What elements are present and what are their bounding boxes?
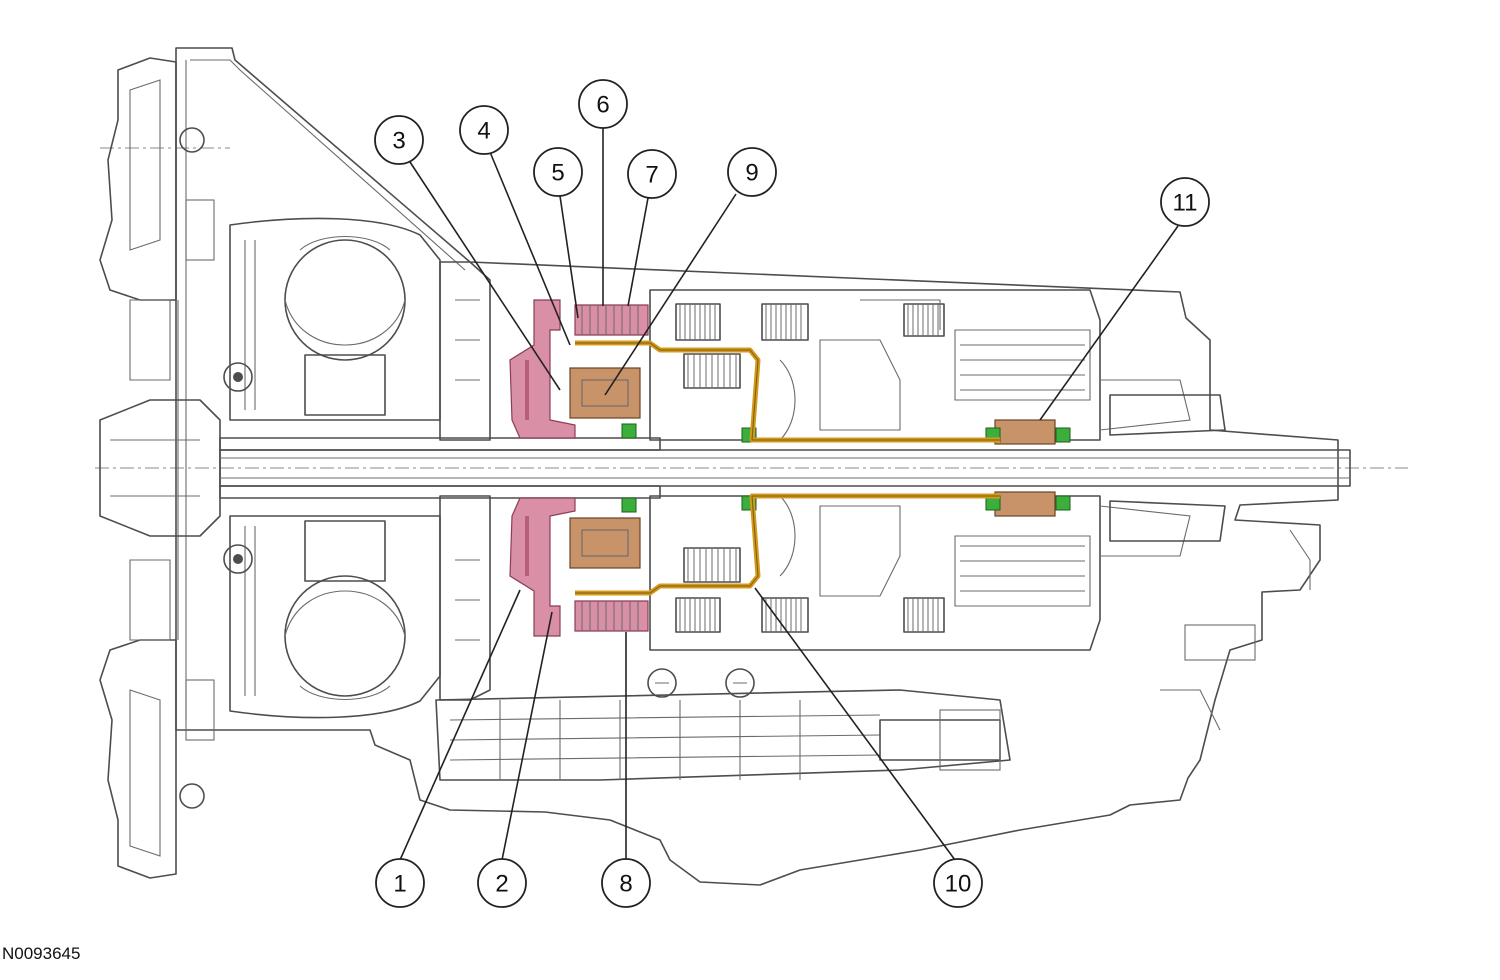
torque-converter — [223, 217, 441, 719]
callout-6: 6 — [578, 79, 628, 129]
callout-label-5: 5 — [551, 160, 564, 187]
callout-label-7: 7 — [645, 162, 658, 189]
clutch-pack-mid-upper — [683, 353, 741, 389]
clutch-pack-lower-c — [903, 597, 945, 633]
clutch-pack-lower-b — [761, 597, 809, 633]
callout-4: 4 — [459, 105, 509, 155]
figure-id-label: N0093645 — [2, 944, 81, 963]
callout-label-6: 6 — [596, 92, 609, 119]
clutch-pack-upper-c — [903, 303, 945, 337]
leader-line-3 — [409, 161, 561, 391]
forward-clutch-piston-upper — [509, 299, 649, 439]
output-housing — [1109, 394, 1311, 731]
leader-line-1 — [399, 589, 521, 861]
callout-label-8: 8 — [619, 871, 632, 898]
bearing-lower — [994, 491, 1056, 517]
leader-line-2 — [501, 611, 553, 861]
pump-housing — [439, 261, 491, 701]
callout-9: 9 — [727, 147, 777, 197]
forward-clutch-piston-lower — [509, 497, 649, 637]
bearing-upper — [994, 419, 1056, 445]
clutch-hub-upper — [569, 367, 641, 419]
leader-line-5 — [559, 195, 579, 319]
clutch-pack-upper-b — [761, 303, 809, 341]
input-shaft — [219, 437, 1351, 499]
valve-body — [435, 668, 1011, 781]
callout-label-10: 10 — [945, 871, 972, 898]
clutch-pack-mid-lower — [683, 547, 741, 583]
callouts: 1 2 3 4 5 6 7 8 — [374, 79, 1210, 908]
callout-label-4: 4 — [477, 118, 490, 145]
callout-label-2: 2 — [495, 871, 508, 898]
callout-8: 8 — [601, 858, 651, 908]
callout-2: 2 — [477, 858, 527, 908]
callout-label-3: 3 — [392, 128, 405, 155]
leader-line-10 — [754, 587, 956, 861]
bell-housing — [175, 47, 1339, 886]
callout-3: 3 — [374, 115, 424, 165]
callout-5: 5 — [533, 147, 583, 197]
gear-train-internals — [649, 289, 1191, 651]
seals — [621, 423, 1071, 513]
callout-7: 7 — [627, 149, 677, 199]
callout-1: 1 — [375, 858, 425, 908]
clutch-packs — [675, 303, 945, 633]
leader-line-11 — [1039, 225, 1179, 421]
callout-11: 11 — [1160, 177, 1210, 227]
drive-shell-path — [575, 340, 1000, 596]
flexplate-assembly — [99, 57, 221, 879]
leader-line-4 — [489, 151, 571, 346]
clutch-hub-lower — [569, 517, 641, 569]
callout-label-11: 11 — [1173, 190, 1198, 217]
leader-line-9 — [604, 193, 737, 396]
callout-10: 10 — [933, 858, 983, 908]
clutch-pack-lower-a — [675, 597, 721, 633]
callout-label-9: 9 — [745, 160, 758, 187]
leader-line-7 — [627, 197, 649, 307]
callout-label-1: 1 — [393, 871, 406, 898]
clutch-pack-upper-a — [675, 303, 721, 341]
